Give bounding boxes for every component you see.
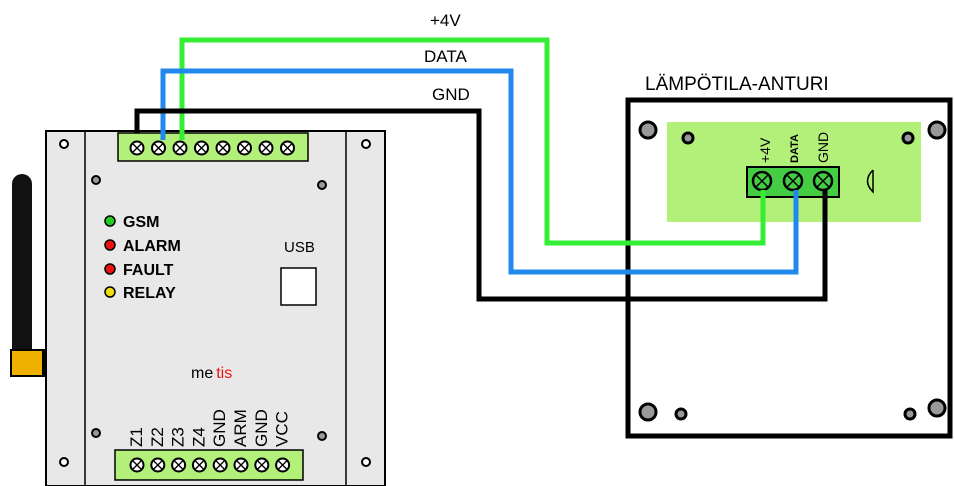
usb-port — [280, 267, 317, 306]
module-housing — [45, 130, 386, 486]
bottom-pin-label: GND — [210, 409, 229, 447]
screw-terminal — [233, 457, 249, 473]
bottom-pin-label: Z1 — [127, 427, 146, 447]
antenna-connector — [10, 349, 44, 377]
temperature-sensor: +4V DATA GND LÄMPÖTILA-ANTURI — [625, 74, 953, 439]
screw-terminal — [782, 170, 804, 192]
mounting-hole — [681, 131, 695, 145]
mounting-hole — [91, 175, 101, 185]
screw-terminal — [812, 170, 834, 192]
wire-data-line — [160, 68, 799, 275]
mounting-hole — [674, 407, 688, 421]
screw-terminal — [254, 457, 270, 473]
led-fault-indicator — [104, 263, 116, 275]
screw-terminal — [129, 140, 145, 156]
wire-plus4v-line — [179, 37, 766, 246]
brand-part-1: me — [191, 365, 213, 382]
brand-part-2: tis — [216, 365, 232, 382]
mounting-hole — [361, 139, 371, 149]
led-alarm-indicator — [104, 239, 116, 251]
led-fault-label: FAULT — [123, 262, 174, 279]
wire-data: DATA — [160, 47, 799, 275]
led-gsm: GSM — [104, 214, 159, 231]
screw-terminal — [150, 457, 166, 473]
wire-gnd-line — [134, 108, 828, 302]
thermistor-symbol — [866, 169, 874, 194]
bottom-pin-label: Z2 — [148, 427, 167, 447]
antenna — [12, 174, 32, 360]
led-relay-indicator — [104, 286, 116, 298]
bottom-pin-label: Z4 — [189, 427, 208, 447]
mounting-hole — [903, 407, 917, 421]
top-terminal-block — [117, 132, 309, 162]
screw-terminal — [212, 457, 228, 473]
led-alarm-label: ALARM — [123, 238, 181, 255]
wire-plus4v: +4V — [179, 11, 766, 246]
led-alarm: ALARM — [104, 238, 181, 255]
mounting-hole — [59, 457, 69, 467]
led-relay: RELAY — [104, 285, 176, 302]
mounting-hole — [927, 120, 947, 140]
mounting-hole — [901, 131, 915, 145]
screw-terminal — [258, 140, 274, 156]
led-fault: FAULT — [104, 262, 174, 279]
screw-terminal — [129, 457, 145, 473]
bottom-terminal-block — [114, 449, 304, 481]
screw-terminal — [215, 140, 231, 156]
mounting-hole — [927, 398, 947, 418]
sensor-pin-label-data: DATA — [789, 134, 801, 163]
led-gsm-label: GSM — [123, 214, 159, 231]
sensor-pin-label-gnd: GND — [815, 132, 831, 163]
wire-gnd-label: GND — [432, 85, 470, 104]
mounting-hole — [317, 431, 327, 441]
mounting-hole — [361, 457, 371, 467]
mounting-hole — [638, 120, 658, 140]
screw-terminal — [237, 140, 252, 156]
bottom-pin-label: ARM — [231, 409, 250, 447]
screw-terminal — [194, 140, 209, 156]
wire-gnd: GND — [134, 85, 828, 302]
screw-terminal — [280, 140, 295, 156]
screw-terminal — [751, 170, 773, 192]
screw-terminal — [275, 457, 291, 473]
led-gsm-indicator — [104, 215, 116, 227]
sensor-pin-label-4v: +4V — [757, 137, 773, 163]
screw-terminal — [171, 457, 187, 473]
led-relay-label: RELAY — [123, 285, 176, 302]
bottom-pin-label: VCC — [273, 411, 292, 447]
mounting-hole — [59, 139, 69, 149]
bottom-pin-label: GND — [252, 409, 271, 447]
sensor-title: LÄMPÖTILA-ANTURI — [645, 74, 829, 95]
usb-label: USB — [284, 239, 315, 256]
screw-terminal — [151, 140, 166, 156]
mounting-hole — [638, 402, 658, 422]
mounting-hole — [317, 180, 327, 190]
bottom-pin-label: Z3 — [169, 427, 188, 447]
screw-terminal — [191, 457, 207, 473]
screw-terminal — [172, 140, 188, 156]
wire-plus4v-label: +4V — [430, 11, 461, 30]
mounting-hole — [91, 428, 101, 438]
wire-data-label: DATA — [424, 47, 467, 66]
